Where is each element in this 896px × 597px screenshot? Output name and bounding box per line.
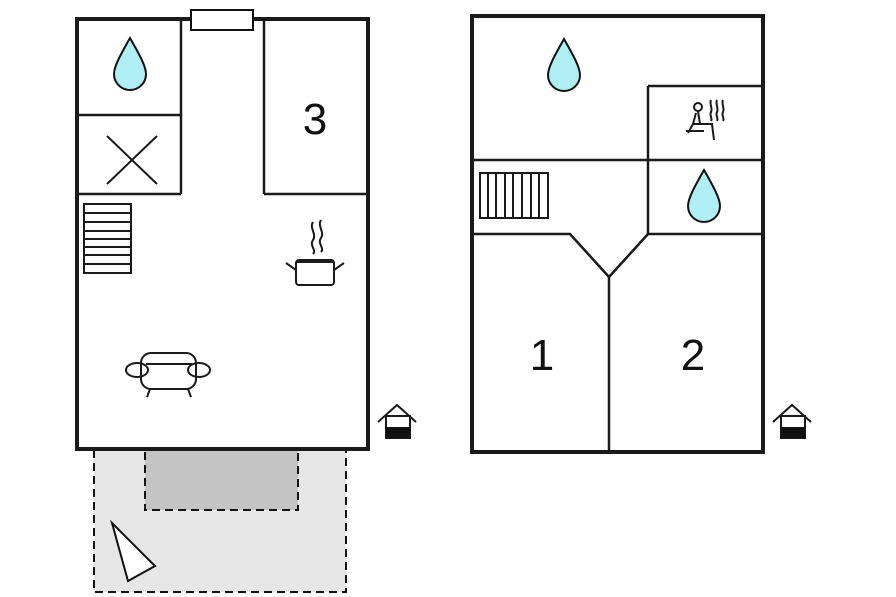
cross-icon <box>106 135 158 185</box>
water-drop-icon <box>546 36 582 92</box>
stairs-icon <box>479 172 549 219</box>
cooking-pot-icon <box>285 219 345 286</box>
window <box>190 9 254 31</box>
room-label-1: 1 <box>530 331 554 380</box>
water-drop-icon <box>686 167 722 223</box>
room-label-2: 2 <box>681 331 705 380</box>
wall-segment <box>472 232 763 279</box>
ground-floor: 3 <box>75 9 417 593</box>
terrace-covered-area <box>144 449 299 511</box>
first-floor: 1 2 <box>470 14 812 454</box>
sofa-icon <box>125 352 211 398</box>
compass-arrow-icon <box>110 519 157 583</box>
stairs-icon <box>83 203 132 274</box>
water-drop-icon <box>112 35 148 91</box>
sauna-icon <box>686 99 725 141</box>
house-entrance-icon <box>377 403 417 439</box>
terrace <box>93 449 347 593</box>
room-label-3: 3 <box>303 95 327 144</box>
house-entrance-icon <box>772 403 812 439</box>
